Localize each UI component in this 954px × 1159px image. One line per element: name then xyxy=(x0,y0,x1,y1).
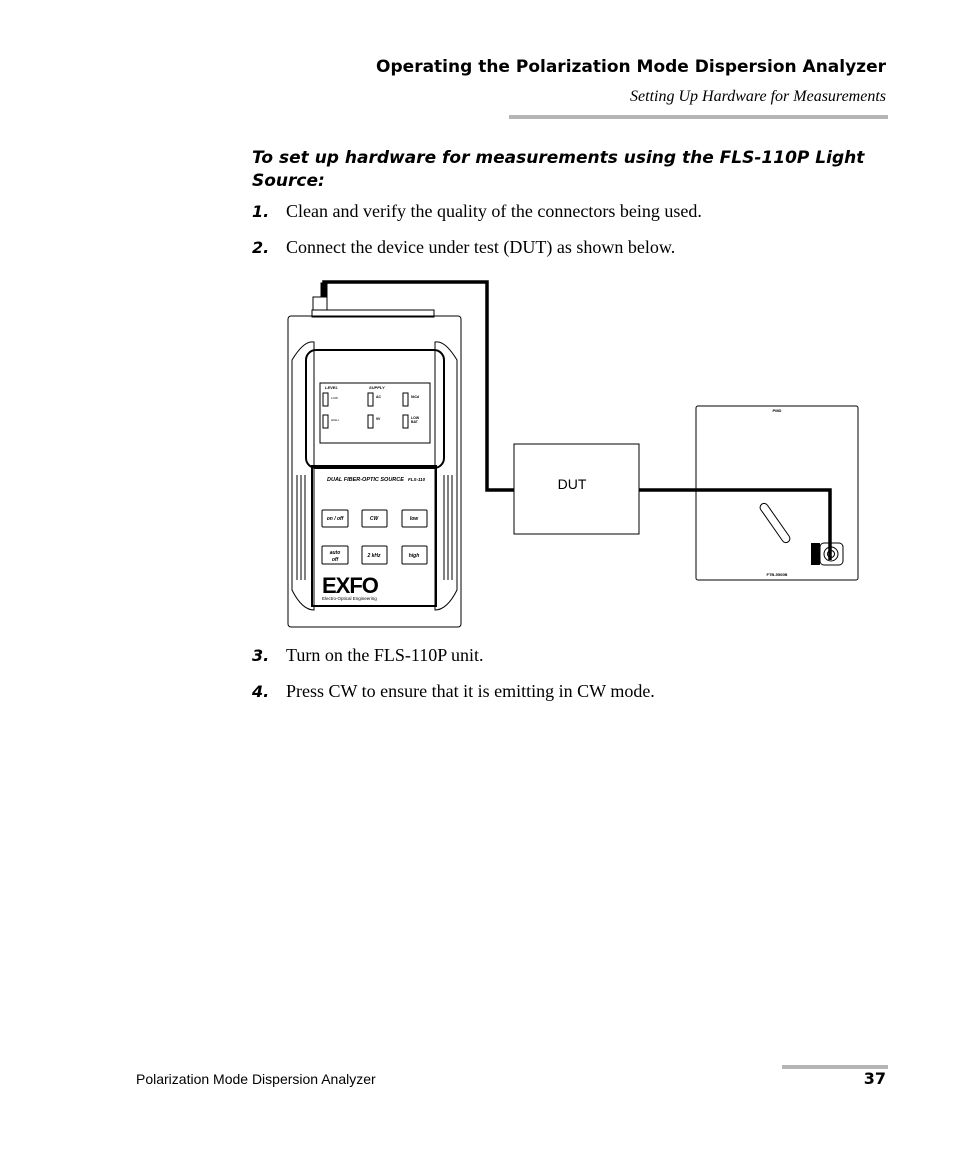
svg-text:off: off xyxy=(332,557,340,563)
model-label: FLS-110 xyxy=(408,477,426,482)
supply-label: SUPPLY xyxy=(369,385,385,390)
cw-label: CW xyxy=(370,516,380,522)
footer-doc-title: Polarization Mode Dispersion Analyzer xyxy=(136,1071,376,1087)
exfo-logo: EXFO xyxy=(322,573,379,598)
step-number: 3. xyxy=(252,646,270,665)
led-ac xyxy=(367,392,374,407)
running-header-title: Operating the Polarization Mode Dispersi… xyxy=(376,57,886,77)
footer-rule xyxy=(782,1065,888,1069)
light-source-unit xyxy=(287,282,462,628)
step-number: 4. xyxy=(252,682,270,701)
step-number: 1. xyxy=(252,202,270,221)
header-rule xyxy=(509,115,888,119)
step-4: 4. Press CW to ensure that it is emitting… xyxy=(252,681,655,702)
level-label: LEVEL xyxy=(325,385,338,390)
led-9v xyxy=(367,414,374,429)
step-2: 2. Connect the device under test (DUT) as… xyxy=(252,237,675,258)
on-off-label: on / off xyxy=(327,516,345,522)
auto-off-button[interactable] xyxy=(321,545,349,565)
led-low-bat xyxy=(402,414,409,429)
step-1: 1. Clean and verify the quality of the co… xyxy=(252,201,702,222)
2khz-button[interactable] xyxy=(361,545,388,565)
step-text: Press CW to ensure that it is emitting i… xyxy=(286,681,655,701)
high-label: high xyxy=(409,553,420,559)
running-header-subtitle: Setting Up Hardware for Measurements xyxy=(630,88,886,105)
procedure-title: To set up hardware for measurements usin… xyxy=(252,148,865,191)
exfo-tagline: Electro-Optical Engineering xyxy=(322,596,377,601)
low-button[interactable] xyxy=(401,509,428,528)
svg-text:HIGH: HIGH xyxy=(331,418,339,422)
product-name: DUAL FIBER-OPTIC SOURCE xyxy=(327,477,404,483)
setup-diagram: LEVEL SUPPLY LOW HIGH AC 9V NiCd LOW BAT… xyxy=(287,280,859,628)
low-label: low xyxy=(410,516,419,522)
analyzer-model-label: FTB-5500B xyxy=(767,572,788,577)
dut-box xyxy=(513,443,640,535)
fiber-source-to-dut xyxy=(322,280,514,492)
cw-button[interactable] xyxy=(361,509,388,528)
page-number: 37 xyxy=(863,1069,886,1088)
led-low xyxy=(322,392,329,407)
step-number: 2. xyxy=(252,238,270,257)
led-high xyxy=(322,414,329,429)
led-nicd xyxy=(402,392,409,407)
svg-text:NiCd: NiCd xyxy=(411,395,419,399)
svg-text:LOW: LOW xyxy=(331,396,338,400)
on-off-button[interactable] xyxy=(321,509,349,528)
optical-port xyxy=(819,542,844,566)
connector-block xyxy=(811,543,820,565)
svg-text:AC: AC xyxy=(376,395,382,399)
fiber-dut-to-analyzer xyxy=(639,488,832,560)
step-text: Turn on the FLS-110P unit. xyxy=(286,645,484,665)
port-ring-icon xyxy=(823,546,839,562)
step-3: 3. Turn on the FLS-110P unit. xyxy=(252,645,484,666)
analyzer-slot xyxy=(759,502,791,544)
step-text: Clean and verify the quality of the conn… xyxy=(286,201,702,221)
pmd-analyzer: PMD FTB-5500B xyxy=(695,405,859,581)
svg-text:LOW: LOW xyxy=(411,416,420,420)
2khz-label: 2 kHz xyxy=(366,553,381,559)
analyzer-top-label: PMD xyxy=(773,408,782,413)
led-panel: LEVEL SUPPLY LOW HIGH AC 9V NiCd LOW BAT xyxy=(322,385,420,429)
keypad xyxy=(321,509,428,565)
high-button[interactable] xyxy=(401,545,428,565)
svg-text:9V: 9V xyxy=(376,417,381,421)
svg-text:BAT: BAT xyxy=(411,420,419,424)
step-text: Connect the device under test (DUT) as s… xyxy=(286,237,676,257)
auto-off-label: auto xyxy=(330,550,341,556)
dut-label: DUT xyxy=(558,476,587,492)
